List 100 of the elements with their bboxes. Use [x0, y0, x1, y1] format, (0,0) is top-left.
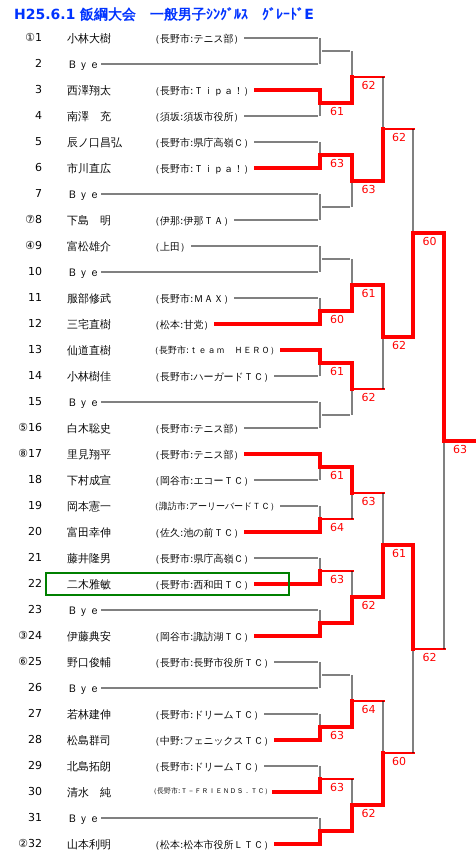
bracket-bar: [411, 127, 415, 339]
entry-number: 28: [27, 733, 42, 746]
bracket-bar: [350, 465, 354, 521]
score-label: 61: [360, 288, 376, 300]
score-label: 62: [360, 392, 376, 404]
player-name: 富田幸伸: [67, 525, 111, 540]
entry-number: ⑥25: [17, 655, 42, 668]
club-name: （須坂:須坂市役所）: [150, 110, 244, 124]
score-label: 63: [360, 496, 376, 508]
club-name: （長野市:テニス部）: [150, 422, 244, 436]
bracket-line: [383, 752, 415, 754]
club-name: （長野市:ドリームＴＣ）: [150, 708, 264, 722]
bracket-bar: [411, 543, 415, 755]
entry-number: 22: [27, 577, 42, 590]
club-name: （長野市:県庁高嶺Ｃ）: [150, 136, 254, 150]
entry-number: 11: [27, 291, 42, 304]
player-name: 里見翔平: [67, 447, 111, 462]
player-name: Ｂｙｅ: [67, 603, 100, 618]
bracket-line: [320, 570, 354, 572]
player-name: 服部修武: [67, 291, 111, 306]
bracket-line: [320, 518, 354, 520]
bracket-bar: [350, 257, 354, 313]
club-name: （長野市:Ｔｉｐａ！）: [150, 84, 254, 98]
entry-number: ④9: [24, 239, 42, 252]
score-label: 61: [329, 366, 345, 378]
club-name: （長野市:ハーガードＴＣ）: [150, 370, 274, 384]
entry-number: ①1: [24, 31, 42, 44]
score-label: 62: [391, 340, 407, 352]
score-label: 63: [360, 184, 376, 196]
club-name: （長野市:県庁高嶺Ｃ）: [150, 552, 254, 566]
bracket-bar: [318, 244, 322, 274]
player-name: 山本利明: [67, 837, 111, 852]
bracket-bar: [350, 673, 354, 729]
bracket-bar: [318, 660, 322, 690]
score-label: 61: [329, 106, 345, 118]
bracket-bar: [318, 36, 322, 66]
entry-number: 29: [27, 759, 42, 772]
bracket-bar: [350, 153, 354, 209]
entry-number: 12: [27, 317, 42, 330]
player-name: Ｂｙｅ: [67, 681, 100, 696]
player-name: Ｂｙｅ: [67, 395, 100, 410]
bracket-bar: [350, 777, 354, 833]
player-name: Ｂｙｅ: [67, 57, 100, 72]
entry-number: 27: [27, 707, 42, 720]
club-name: （長野市:テニス部）: [150, 448, 244, 462]
entry-number: 23: [27, 603, 42, 616]
player-name: 野口俊輔: [67, 655, 111, 670]
entry-number: 13: [27, 343, 42, 356]
player-name: 仙道直樹: [67, 343, 111, 358]
entry-number: ⑧17: [17, 447, 42, 460]
score-label: 63: [329, 730, 345, 742]
entry-number: ⑤16: [17, 421, 42, 434]
bracket-line: [413, 648, 446, 650]
player-name: 西澤翔太: [67, 83, 111, 98]
entry-number: 15: [27, 395, 42, 408]
bracket-bar: [350, 49, 354, 105]
bracket-line: [352, 76, 385, 78]
score-label: 62: [422, 652, 438, 664]
bracket-bar: [318, 764, 322, 794]
entry-number: 19: [27, 499, 42, 512]
player-name: 市川直広: [67, 161, 111, 176]
club-name: （中野:フェニックスＴＣ）: [150, 734, 274, 748]
entry-number: 31: [27, 811, 42, 824]
player-name: 下島 明: [67, 213, 111, 228]
score-label: 60: [422, 236, 438, 248]
entry-number: 5: [34, 135, 42, 148]
entry-number: 2: [34, 57, 42, 70]
score-label: 60: [391, 756, 407, 768]
entry-number: ②32: [17, 837, 42, 850]
player-name: 若林建伸: [67, 707, 111, 722]
bracket-bar: [318, 348, 322, 378]
bracket-bar: [381, 75, 385, 183]
club-name: （長野市:西和田ＴＣ）: [150, 578, 254, 592]
player-name: 富松雄介: [67, 239, 111, 254]
club-name: （岡谷市:諏訪湖ＴＣ）: [150, 630, 254, 644]
club-name: （松本:甘党）: [150, 318, 214, 332]
club-name: （長野市:ＭＡＸ）: [150, 292, 234, 306]
entry-number: 7: [34, 187, 42, 200]
bracket-bar: [350, 569, 354, 625]
score-label: 63: [329, 158, 345, 170]
player-name: 辰ノ口昌弘: [67, 135, 122, 150]
bracket-line: [352, 700, 385, 702]
score-label: 62: [360, 808, 376, 820]
bracket-bar: [318, 452, 322, 482]
bracket-line: [383, 128, 415, 130]
club-name: （長野市:テニス部）: [150, 32, 244, 46]
score-label: 63: [329, 574, 345, 586]
bracket-bar: [381, 699, 385, 807]
bracket-bar: [318, 400, 322, 430]
title: H25.6.1 飯綱大会 一般男子ｼﾝｸﾞﾙｽ ｸﾞﾚｰﾄﾞE: [14, 6, 314, 24]
bracket-line: [322, 258, 350, 260]
club-name: （上田）: [150, 240, 190, 254]
club-name: （長野市:長野市役所ＴＣ）: [150, 656, 274, 670]
entry-number: 18: [27, 473, 42, 486]
bracket-bar: [318, 88, 322, 118]
bracket-bar: [318, 296, 322, 326]
player-name: 小林樹佳: [67, 369, 111, 384]
entry-number: 10: [27, 265, 42, 278]
player-name: 岡本憲一: [67, 499, 111, 514]
club-name: （松本:松本市役所ＬＴＣ）: [150, 838, 274, 852]
